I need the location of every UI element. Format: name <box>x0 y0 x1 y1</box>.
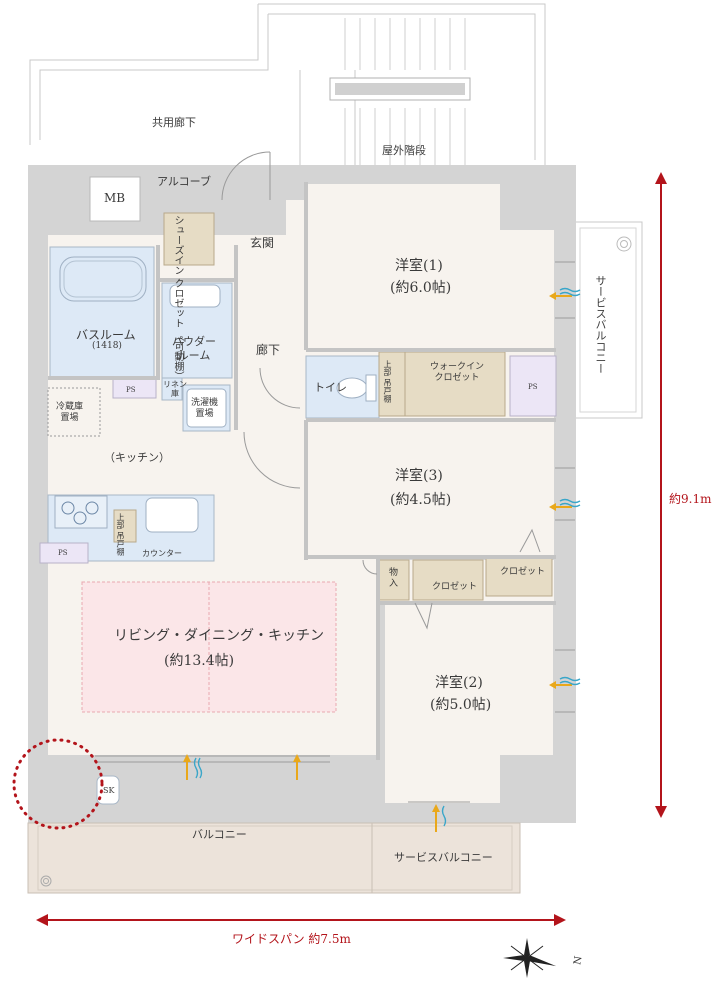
height-dimension-label: 約9.1m <box>669 492 712 506</box>
compass-north-label: N <box>572 955 585 966</box>
toilet-upper-cabinet-label: 上部 吊戸棚 <box>383 360 392 403</box>
kitchen-upper-cabinet-label: 上部 吊戸棚 <box>116 513 125 556</box>
western3-name: 洋室(3) <box>395 468 443 484</box>
powder-room-label: パウダー ルーム <box>172 335 216 362</box>
ldk-highlight <box>81 581 337 713</box>
fridge-space <box>47 387 101 437</box>
bathroom-label: バスルーム <box>76 328 136 342</box>
door-swings <box>221 151 541 630</box>
western3-size: (約4.5帖) <box>390 492 452 508</box>
toilet-label: トイレ <box>314 381 347 394</box>
closet-b-label: クロゼット <box>500 567 546 577</box>
wall-blocks <box>28 165 555 823</box>
compass-icon <box>503 938 557 978</box>
washer-label: 洗濯機 置場 <box>191 398 219 419</box>
ps-bath-label: PS <box>126 386 136 394</box>
ldk-name: リビング・ダイニング・キッチン <box>114 628 324 644</box>
hallway-label: 廊下 <box>256 343 281 357</box>
storage-areas <box>39 212 557 601</box>
closet-a-label: クロゼット <box>432 582 478 592</box>
fridge-label: 冷蔵庫 置場 <box>56 402 84 423</box>
windows <box>95 261 575 803</box>
service-balcony-right-label: サービスバルコニー <box>594 275 607 374</box>
linen-label: リネン 庫 <box>163 380 187 398</box>
kitchen-label: （キッチン） <box>104 451 170 464</box>
service-balcony-bottom-label: サービスバルコニー <box>394 851 493 864</box>
balcony-bottom <box>27 775 521 894</box>
outdoor-stairs-label: 屋外階段 <box>382 144 426 157</box>
dimension-lines <box>36 172 667 926</box>
breeze-icons <box>193 287 581 827</box>
sk-highlight-circle <box>12 738 104 830</box>
western2-name: 洋室(2) <box>435 675 483 691</box>
common-corridor-label: 共用廊下 <box>152 116 196 129</box>
western1-name: 洋室(1) <box>395 258 443 274</box>
counter-label: カウンター <box>142 549 182 558</box>
interior-walls <box>48 182 556 760</box>
outdoor-stairs <box>29 3 546 165</box>
walkin-closet-label: ウォークイン クロゼット <box>430 362 485 383</box>
western2-size: (約5.0帖) <box>430 697 492 713</box>
stove-icon <box>61 501 99 525</box>
ps-right-label: PS <box>528 383 538 391</box>
ps-kitchen-label: PS <box>58 549 68 557</box>
ldk-size: (約13.4帖) <box>164 653 235 669</box>
sk-label: SK <box>103 786 115 795</box>
western1-size: (約6.0帖) <box>390 280 452 296</box>
balcony-label: バルコニー <box>192 828 247 841</box>
mb-box <box>89 176 141 222</box>
service-balcony-right <box>573 221 643 419</box>
width-dimension-label: ワイドスパン 約7.5m <box>232 932 351 946</box>
entrance-label: 玄関 <box>250 236 275 250</box>
mb-label: MB <box>104 191 126 205</box>
shoes-closet-label: シューズイン クロゼット （可動棚） <box>172 215 183 381</box>
bathroom-size-label: (1418) <box>92 341 122 351</box>
alcove-label: アルコーブ <box>157 175 212 188</box>
storage-label: 物 入 <box>389 568 399 589</box>
airflow-arrows <box>183 292 572 832</box>
